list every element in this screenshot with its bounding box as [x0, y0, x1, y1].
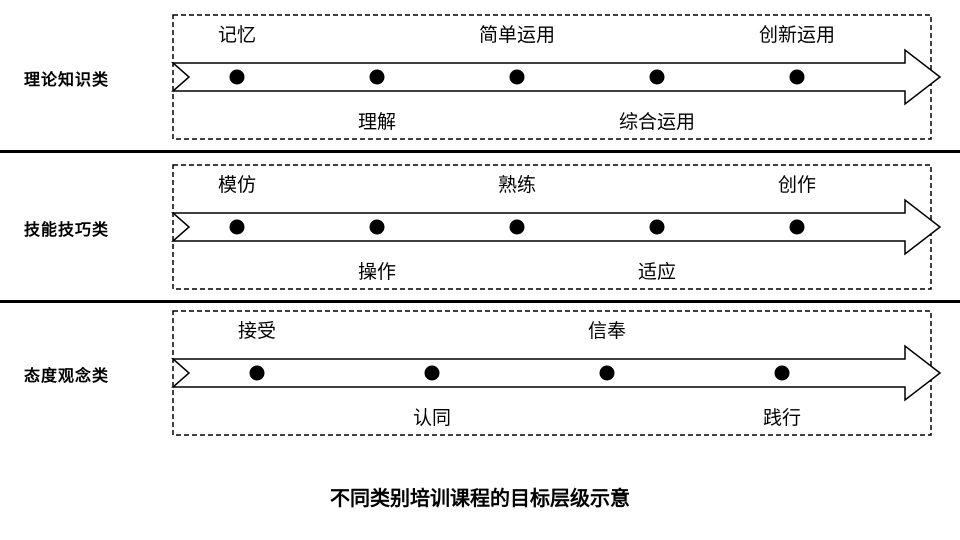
level-label: 记忆 — [217, 24, 257, 46]
arrow-shape — [171, 344, 942, 402]
level-label: 接受 — [237, 320, 277, 342]
level-label: 践行 — [762, 407, 802, 429]
level-dot — [369, 219, 385, 235]
level-dot — [229, 219, 245, 235]
level-arrow — [171, 164, 942, 290]
arrow-shape — [171, 48, 942, 106]
level-box: 模仿操作 熟练适应 创作 — [171, 164, 942, 290]
level-label: 综合运用 — [618, 111, 696, 133]
category-row: 技能技巧类 模仿操作 熟练适应 创作 — [0, 164, 960, 290]
level-dot — [369, 69, 385, 85]
level-dot — [774, 365, 790, 381]
level-label: 适应 — [637, 261, 677, 283]
level-box: 记忆理解 简单运用综合运用 创新运用 — [171, 14, 942, 140]
level-label: 操作 — [357, 261, 397, 283]
category-label: 态度观念类 — [24, 366, 110, 385]
level-label: 创新运用 — [758, 24, 836, 46]
level-label: 认同 — [412, 407, 452, 429]
level-arrow — [171, 14, 942, 140]
level-arrow — [171, 310, 942, 436]
level-dot — [509, 69, 525, 85]
arrow-shape — [171, 198, 942, 256]
level-dot — [649, 219, 665, 235]
level-dot — [249, 365, 265, 381]
category-row: 态度观念类 接受认同 信奉践行 — [0, 310, 960, 436]
level-label: 简单运用 — [478, 24, 556, 46]
level-dot — [599, 365, 615, 381]
level-dot — [229, 69, 245, 85]
level-dot — [509, 219, 525, 235]
category-row: 理论知识类 记忆理解 简单运用综合运用 创新运用 — [0, 14, 960, 140]
separator-line — [0, 300, 960, 303]
level-label: 信奉 — [587, 320, 627, 342]
level-box: 接受认同 信奉践行 — [171, 310, 942, 436]
level-dot — [424, 365, 440, 381]
level-label: 理解 — [357, 111, 397, 133]
category-label: 理论知识类 — [24, 70, 110, 89]
diagram-title: 不同类别培训课程的目标层级示意 — [330, 486, 630, 510]
level-dot — [789, 219, 805, 235]
level-label: 创作 — [777, 174, 817, 196]
level-label: 熟练 — [497, 174, 537, 196]
category-label: 技能技巧类 — [24, 220, 110, 239]
separator-line — [0, 150, 960, 153]
level-dot — [649, 69, 665, 85]
level-dot — [789, 69, 805, 85]
level-label: 模仿 — [217, 174, 257, 196]
